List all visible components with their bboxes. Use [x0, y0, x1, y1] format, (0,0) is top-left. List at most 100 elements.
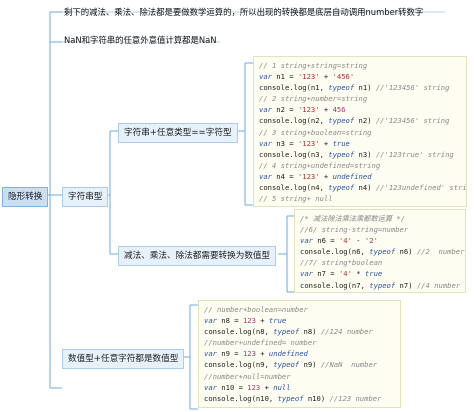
code-token: n2 — [271, 105, 285, 115]
arith-convert-node[interactable]: 减法、乘法、除法都需要转换为数值型 — [118, 246, 277, 266]
code-token: //124 number — [316, 327, 373, 337]
code-token: // 1 string+string=string — [259, 61, 368, 70]
number-code-block: // number+boolean=number var n8 = 123 + t… — [198, 300, 401, 408]
code-line: var n5 = '123' + null — [259, 204, 461, 206]
root-node[interactable]: 隐形转换 — [2, 187, 49, 207]
code-token: = — [285, 205, 298, 206]
note-auto-number-text: 剩下的减法、乘法、除法都是要做数学运算的，所以出现的转换都是底层自动调用numb… — [64, 7, 424, 17]
code-token: //number+null=number — [204, 371, 291, 381]
code-token: // number+boolean=number — [204, 305, 308, 314]
code-line: //7/ string*boolean — [300, 257, 460, 268]
code-token: n4 — [271, 171, 285, 181]
code-line: /* 减法除法乘法乘都数运算 */ — [300, 213, 460, 224]
code-token: var — [259, 105, 272, 115]
code-token: //2 number — [412, 247, 465, 257]
code-line: console.log(n8, typeof n8) //124 number — [204, 326, 395, 337]
code-line: var n10 = 123 + null — [204, 382, 395, 393]
code-token: typeof — [273, 360, 300, 370]
code-token: n2) — [354, 116, 372, 126]
code-token: n3) — [354, 149, 372, 159]
code-token: + — [260, 382, 274, 392]
code-token: + — [319, 171, 333, 181]
code-token: //number+undefined= number — [204, 338, 317, 348]
code-token: //4 number — [412, 280, 461, 290]
code-token: '123' — [297, 138, 320, 148]
code-token: + — [255, 316, 269, 326]
code-token: * — [351, 269, 365, 279]
code-token: + — [319, 138, 333, 148]
code-token: + — [319, 105, 333, 115]
code-token: n8) — [299, 327, 317, 337]
code-token: n3 — [271, 138, 285, 148]
code-line: console.log(n10, typeof n10) //123 numbe… — [204, 393, 395, 404]
code-line: var n2 = '123' + 456 — [259, 104, 461, 115]
code-token: //123 number — [325, 393, 382, 403]
code-token: var — [300, 236, 313, 246]
code-line: // 4 string+undefined=string — [259, 160, 461, 171]
code-token: '4' — [338, 236, 352, 246]
string-branch-node[interactable]: 字符串型 — [62, 187, 109, 207]
code-token: 123 — [242, 349, 256, 359]
code-token: true — [332, 138, 350, 148]
code-line: // 1 string+string=string — [259, 60, 461, 71]
code-token: var — [204, 349, 217, 359]
code-line: console.log(n4, typeof n4) //'123undefin… — [259, 182, 466, 193]
code-token: console.log(n8, — [204, 327, 274, 337]
code-token: // 5 string+ null — [259, 194, 333, 204]
code-line: var n7 = '4' * true — [300, 268, 460, 279]
code-token: var — [259, 171, 272, 181]
code-token: console.log(n6, — [300, 247, 370, 257]
note-nan: NaN和字符串的任意外意值计算都是NaN — [64, 34, 217, 46]
code-token: console.log(n9, — [204, 360, 274, 370]
code-token: var — [300, 269, 313, 279]
number-branch-label: 数值型+任意字符都是数值型 — [68, 354, 179, 364]
code-token: typeof — [328, 149, 355, 159]
code-token: n1 — [271, 72, 285, 82]
code-token: // 2 string+number=string — [259, 94, 368, 104]
code-token: undefined — [268, 349, 308, 359]
code-token: '2' — [364, 236, 378, 246]
code-token: 123 — [242, 316, 256, 326]
code-token: n7) — [395, 280, 413, 290]
arith-convert-label: 减法、乘法、除法都需要转换为数值型 — [124, 251, 271, 261]
code-token: = — [229, 349, 243, 359]
code-token: typeof — [273, 327, 300, 337]
code-token: '123' — [298, 205, 320, 206]
code-token: true — [364, 269, 383, 279]
code-line: //number+null=number — [204, 371, 395, 382]
code-line: console.log(n7, typeof n7) //4 number — [300, 280, 460, 291]
code-token: n4) — [354, 183, 372, 193]
code-token: typeof — [369, 280, 396, 290]
code-token: n9) — [299, 360, 317, 370]
code-token: = — [234, 382, 248, 392]
code-line: var n1 = '123' + '456' — [259, 71, 461, 82]
number-branch-node[interactable]: 数值型+任意字符都是数值型 — [62, 349, 185, 369]
string-concat-node[interactable]: 字符串+任意类型==字符型 — [118, 123, 238, 143]
code-line: //number+undefined= number — [204, 337, 395, 348]
code-token: //NaN number — [316, 360, 378, 370]
code-token: var — [259, 138, 272, 148]
code-line: console.log(n1, typeof n1) //'123456' st… — [259, 82, 461, 93]
code-token: //7/ string*boolean — [300, 258, 383, 268]
code-token: '4' — [338, 269, 352, 279]
note-nan-text: NaN和字符串的任意外意值计算都是NaN — [64, 35, 217, 45]
code-line: // number+boolean=number — [204, 304, 395, 315]
code-token: undefined — [332, 171, 372, 181]
code-token: typeof — [369, 247, 396, 257]
code-token: + — [320, 205, 333, 206]
code-token: var — [204, 316, 217, 326]
code-line: console.log(n9, typeof n9) //NaN number — [204, 359, 395, 370]
code-token: var — [259, 205, 272, 206]
code-token: n10) — [303, 393, 326, 403]
code-token: + — [319, 72, 333, 82]
code-token: n8 — [216, 316, 230, 326]
code-token: console.log(n4, — [259, 183, 329, 193]
code-token: //6/ string-string=number — [300, 225, 409, 235]
code-token: true — [268, 316, 287, 326]
code-token: /* 减法除法乘法乘都数运算 */ — [300, 214, 406, 223]
code-token: typeof — [328, 183, 355, 193]
code-token: = — [284, 171, 298, 181]
code-token: 123 — [247, 382, 261, 392]
code-token: var — [259, 72, 272, 82]
code-token: '456' — [332, 72, 355, 82]
